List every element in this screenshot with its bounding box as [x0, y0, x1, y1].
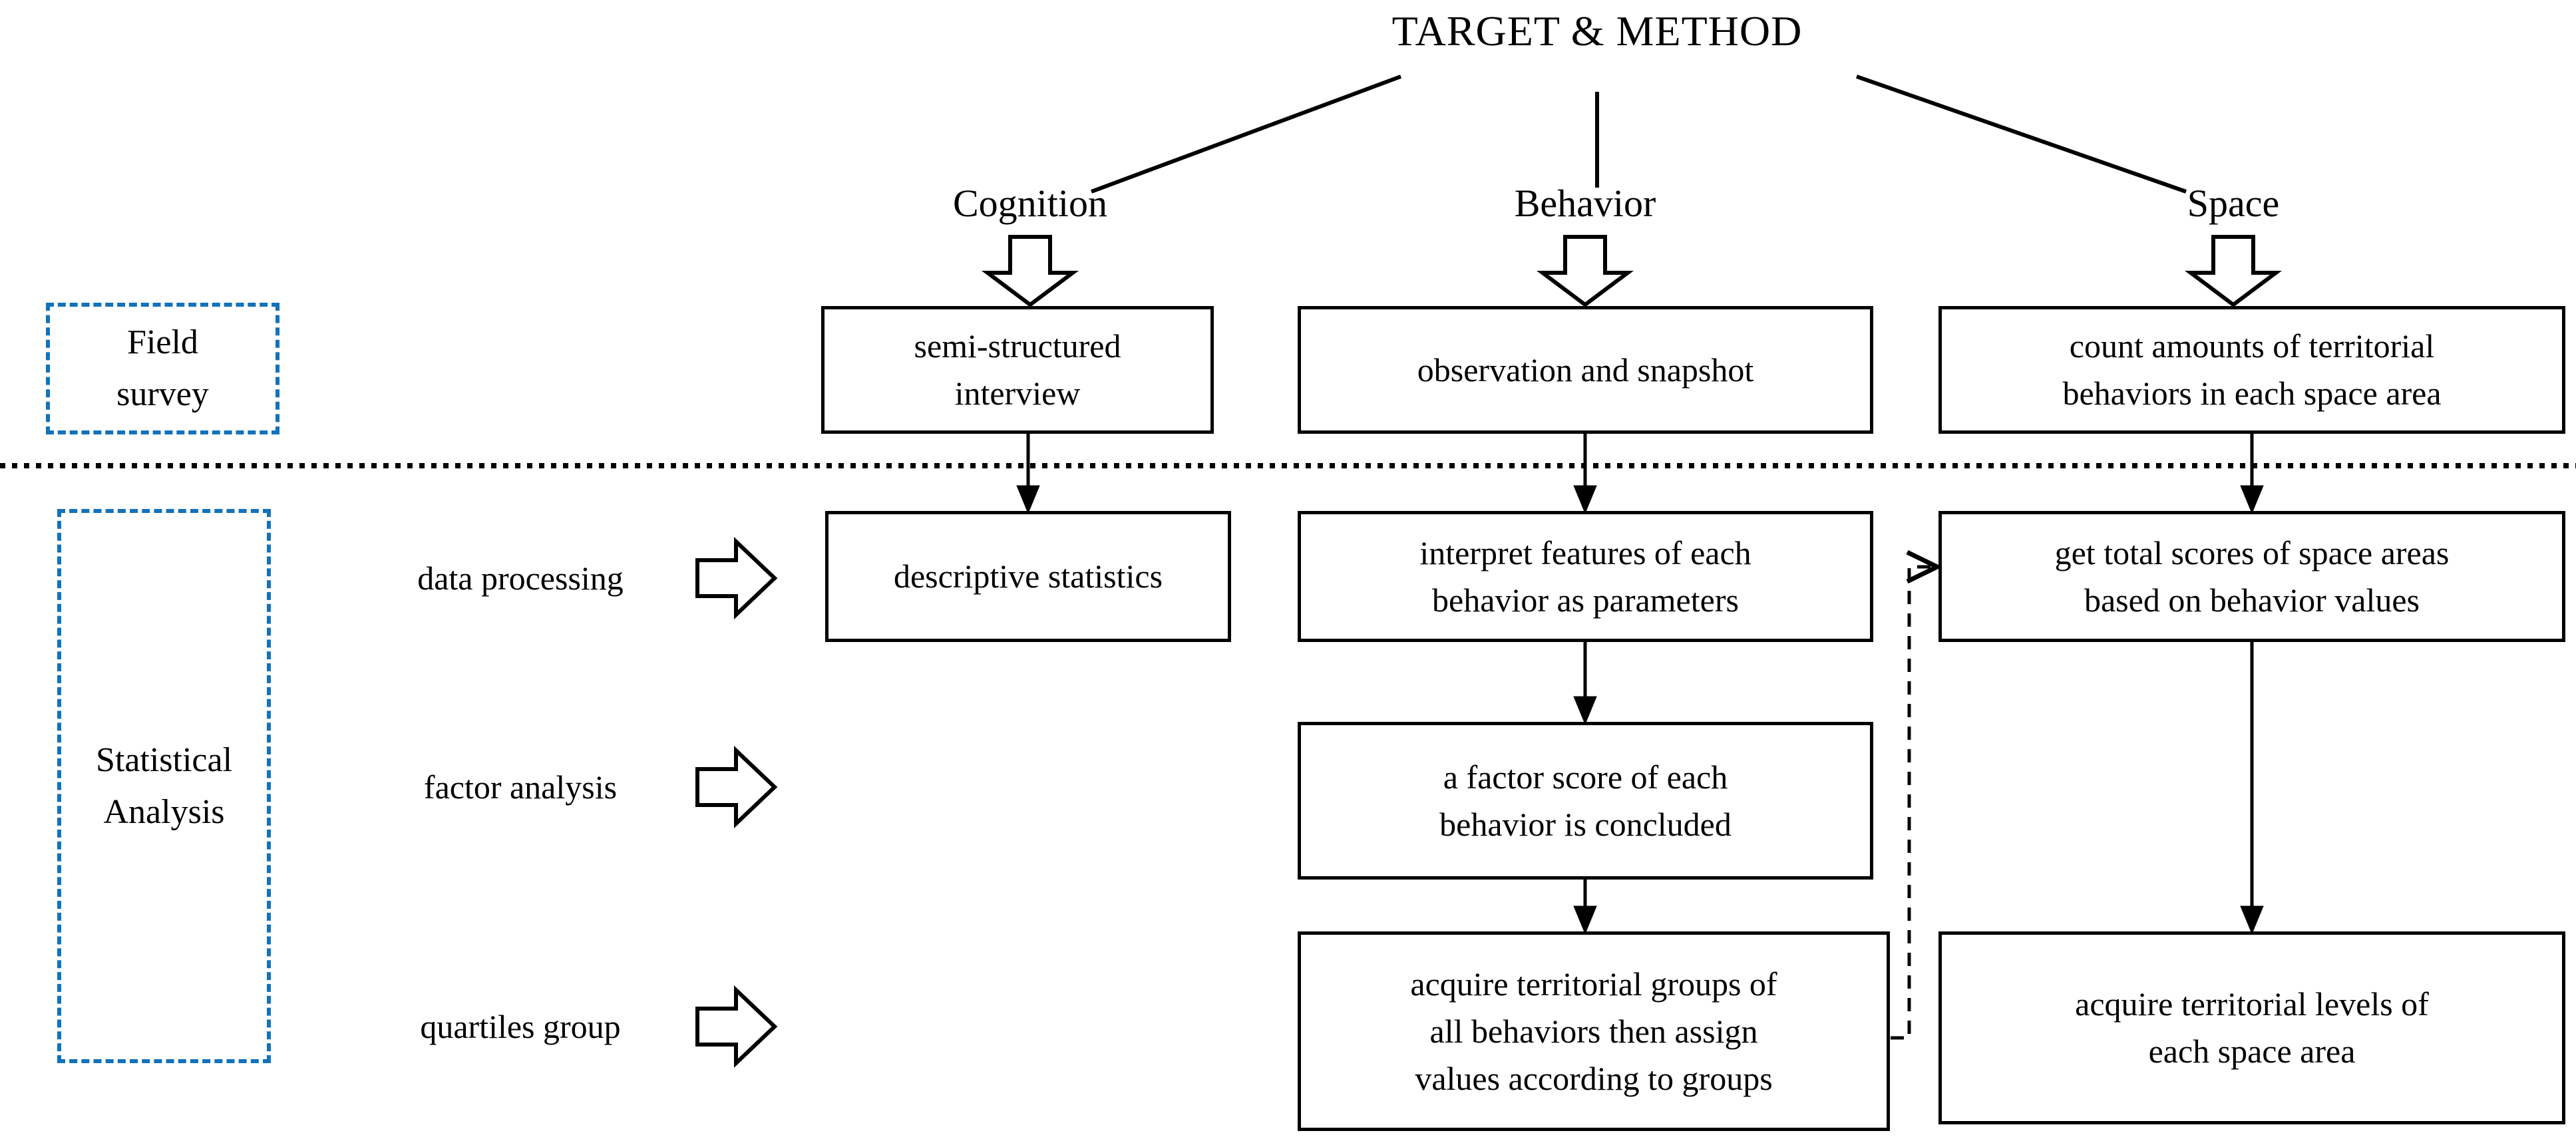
arrow-count-to-gettotal	[2240, 434, 2264, 514]
phase-box-statistical-analysis: Statistical Analysis	[57, 509, 271, 1063]
flow-box-text: semi-structured interview	[914, 327, 1121, 412]
title-line-right	[1856, 75, 2187, 194]
branch-label-cognition: Cognition	[952, 182, 1108, 225]
flow-box-interpret-features: interpret features of each behavior as p…	[1298, 511, 1873, 642]
flow-box-text: a factor score of each behavior is concl…	[1439, 758, 1732, 843]
arrow-factorscore-to-groups	[1573, 880, 1597, 935]
process-label-data-processing: data processing	[417, 560, 624, 597]
diagram-title: TARGET & METHOD	[1391, 7, 1803, 55]
flow-box-text: interpret features of each behavior as p…	[1419, 534, 1751, 619]
process-label-factor-analysis: factor analysis	[423, 768, 618, 806]
right-arrow-icon-quartiles-group	[695, 985, 778, 1068]
dashed-connector-groups-to-gettotal	[1891, 550, 1942, 1040]
arrow-interview-to-descriptive	[1016, 434, 1040, 514]
flow-box-get-total-scores: get total scores of space areas based on…	[1938, 511, 2565, 642]
flow-box-count-amounts: count amounts of territorial behaviors i…	[1938, 306, 2565, 434]
title-line-left	[1090, 75, 1402, 194]
arrow-observation-to-interpret	[1573, 434, 1597, 514]
flow-box-text: acquire territorial groups of all behavi…	[1410, 965, 1777, 1097]
branch-label-space: Space	[2187, 182, 2280, 225]
flow-box-descriptive-statistics: descriptive statistics	[825, 511, 1231, 642]
arrow-gettotal-to-levels	[2240, 642, 2264, 935]
right-arrow-icon-data-processing	[695, 537, 778, 619]
flow-box-text: count amounts of territorial behaviors i…	[2062, 327, 2442, 412]
flow-box-text: descriptive statistics	[893, 558, 1163, 595]
flow-box-semi-structured-interview: semi-structured interview	[821, 306, 1214, 434]
down-arrow-icon-space	[2185, 235, 2282, 307]
flow-box-acquire-levels: acquire territorial levels of each space…	[1938, 931, 2565, 1124]
open-arrowhead-icon	[1906, 550, 1942, 584]
branch-label-behavior: Behavior	[1514, 182, 1656, 225]
process-right-arrows	[695, 537, 778, 1068]
flow-box-text: acquire territorial levels of each space…	[2075, 985, 2429, 1070]
flow-arrows	[1016, 434, 2264, 935]
title-branch-lines	[1090, 75, 2187, 194]
flow-box-text: observation and snapshot	[1417, 351, 1754, 389]
flow-box-text: get total scores of space areas based on…	[2054, 534, 2450, 619]
down-arrow-icon-behavior	[1537, 235, 1634, 307]
right-arrow-icon-factor-analysis	[695, 746, 778, 828]
down-arrow-icon-cognition	[982, 235, 1079, 307]
flow-box-acquire-groups: acquire territorial groups of all behavi…	[1298, 931, 1890, 1131]
dashed-connector-path	[1891, 565, 1931, 1040]
phase-label-field-survey: Field survey	[116, 323, 209, 413]
arrow-interpret-to-factorscore	[1573, 642, 1597, 725]
flow-box-observation-snapshot: observation and snapshot	[1298, 306, 1873, 434]
branch-down-arrows	[982, 235, 2282, 307]
flow-box-factor-score: a factor score of each behavior is concl…	[1298, 722, 1873, 880]
phase-box-field-survey: Field survey	[46, 303, 279, 434]
phase-label-statistical-analysis: Statistical Analysis	[95, 740, 233, 831]
process-label-quartiles-group: quartiles group	[420, 1008, 621, 1045]
